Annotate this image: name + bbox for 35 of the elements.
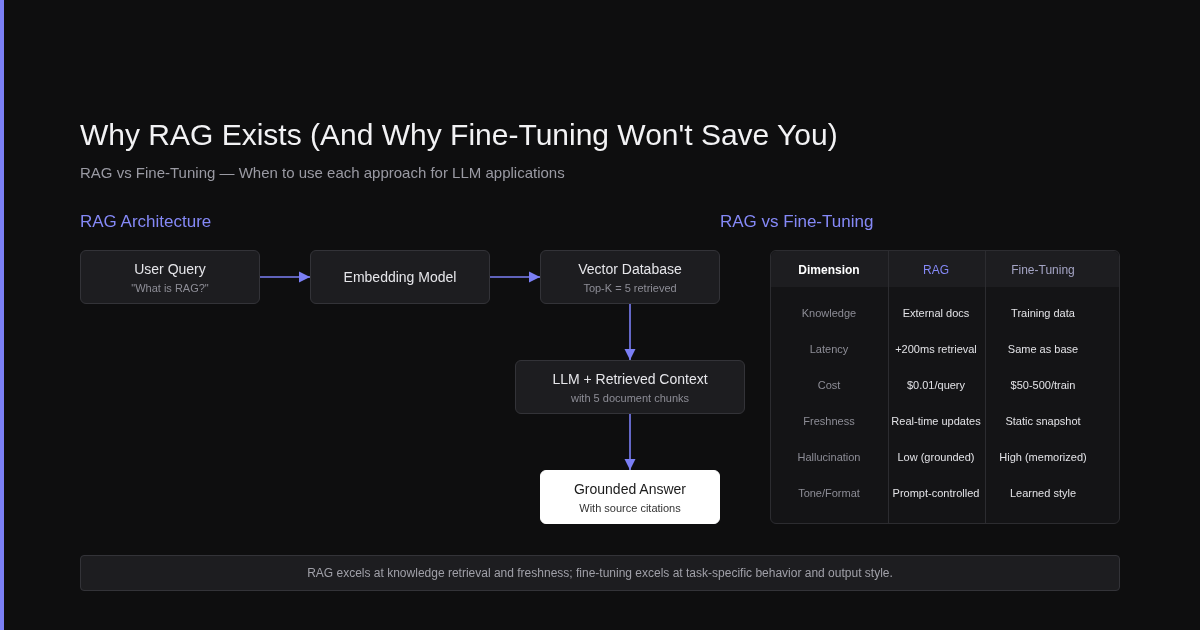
table-cell-text: Prompt-controlled: [891, 487, 981, 499]
process-box: Vector Database Top-K = 5 retrieved: [540, 250, 720, 304]
column-header: Dimension: [797, 263, 861, 277]
process-box: LLM + Retrieved Context with 5 document chunks: [515, 360, 745, 414]
table-cell-text: Low (grounded): [896, 451, 976, 463]
arrow: [624, 303, 636, 361]
row-label: Hallucination: [796, 451, 862, 463]
process-box: Embedding Model: [310, 250, 490, 304]
table-cell-text: External docs: [901, 307, 971, 319]
section-heading: RAG Architecture: [80, 212, 212, 232]
table-cell-text: $50-500/train: [1009, 379, 1077, 391]
table-cell-text: Real-time updates: [890, 415, 982, 427]
row-label: Cost: [816, 379, 842, 391]
arrow: [489, 271, 541, 283]
arrow: [624, 413, 636, 471]
table-cell-text: Static snapshot: [1004, 415, 1082, 427]
row-label: Tone/Format: [797, 487, 861, 499]
column-header: Fine-Tuning: [1010, 263, 1076, 277]
table-cell-text: +200ms retrieval: [894, 343, 978, 355]
row-label: Knowledge: [800, 307, 858, 319]
table-cell-text: Training data: [1010, 307, 1076, 319]
table-cell-text: $0.01/query: [905, 379, 967, 391]
row-label: Freshness: [802, 415, 856, 427]
arrow: [259, 271, 311, 283]
process-box: User Query "What is RAG?": [80, 250, 260, 304]
row-label: Latency: [808, 343, 850, 355]
answer-box: Grounded Answer With source citations: [540, 470, 720, 524]
section-heading: RAG vs Fine-Tuning: [720, 212, 874, 232]
title: Why RAG Exists (And Why Fine-Tuning Won't Save You): [80, 118, 838, 152]
table-cell-text: Same as base: [1006, 343, 1080, 355]
table-cell-text: High (memorized): [998, 451, 1088, 463]
subtitle: RAG vs Fine-Tuning — When to use each approach for LLM applications: [80, 164, 565, 181]
column-header: RAG: [922, 263, 950, 277]
note-text: RAG excels at knowledge retrieval and freshness; fine-tuning excels at task-specific behavior and output style.: [307, 566, 893, 580]
table-cell-text: Learned style: [1008, 487, 1077, 499]
